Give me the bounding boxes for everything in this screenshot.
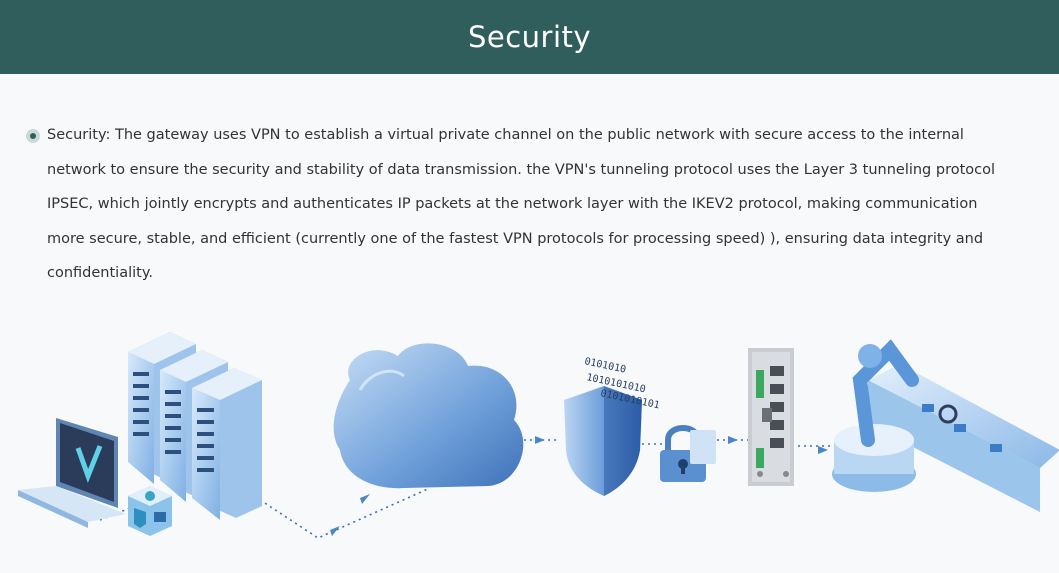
arrow-heads <box>330 436 828 536</box>
security-module-icon <box>128 486 172 536</box>
laptop-icon <box>18 418 126 528</box>
server-rack-icon <box>128 332 262 520</box>
page-header: Security <box>0 0 1059 74</box>
security-section: Security: The gateway uses VPN to establ… <box>26 118 1016 291</box>
shield-icon <box>564 386 642 496</box>
bullet-icon <box>26 129 40 143</box>
security-description: Security: The gateway uses VPN to establ… <box>47 127 996 281</box>
page-title: Security <box>467 20 592 54</box>
padlock-icon <box>660 425 716 482</box>
robot-arm-icon <box>832 339 1059 512</box>
gateway-device-icon <box>748 348 794 486</box>
vpn-illustration: 0101010 1010101010 0101010101 <box>0 325 1059 568</box>
cloud-icon <box>333 343 524 489</box>
